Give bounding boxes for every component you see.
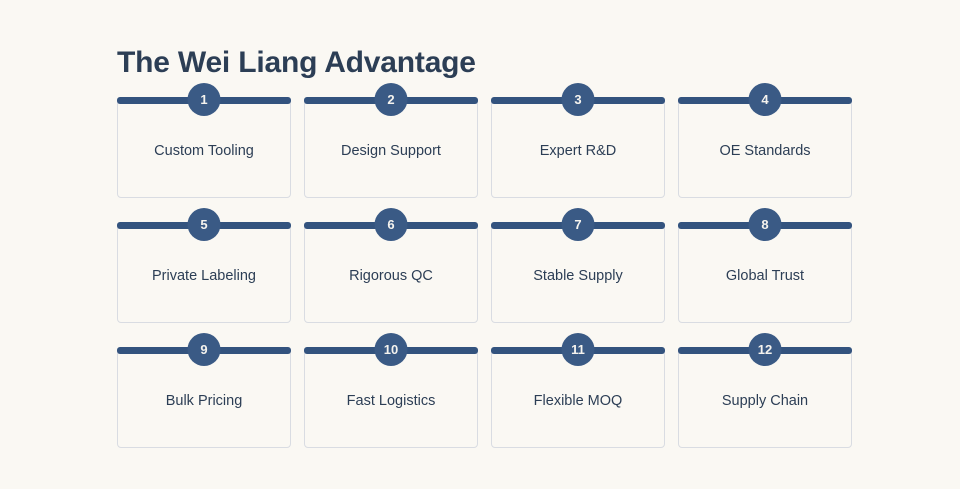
card-label: Expert R&D [539,143,617,159]
advantage-card[interactable]: 8 Global Trust [678,208,852,323]
advantage-card[interactable]: 5 Private Labeling [117,208,291,323]
advantage-card[interactable]: 2 Design Support [304,83,478,198]
card-number-badge: 12 [748,333,782,366]
card-number-badge: 4 [748,83,782,116]
advantage-card[interactable]: 10 Fast Logistics [304,333,478,448]
card-label: Supply Chain [721,393,809,409]
card-number-badge: 10 [374,333,408,366]
card-number-badge: 6 [374,208,408,241]
card-label: Bulk Pricing [165,393,243,409]
card-label: Private Labeling [152,268,256,284]
card-label: Fast Logistics [346,393,436,409]
card-label: Rigorous QC [349,268,433,284]
card-number-badge: 3 [561,83,595,116]
card-label: Stable Supply [533,268,623,284]
card-label: Custom Tooling [154,143,254,159]
advantage-card[interactable]: 7 Stable Supply [491,208,665,323]
card-label: OE Standards [719,143,811,159]
card-number-badge: 2 [374,83,408,116]
page-title: The Wei Liang Advantage [117,46,476,80]
card-number-badge: 11 [561,333,595,366]
card-number-badge: 1 [187,83,221,116]
advantage-card-grid: 1 Custom Tooling 2 Design Support 3 Expe… [117,83,852,448]
advantage-card[interactable]: 12 Supply Chain [678,333,852,448]
advantage-card[interactable]: 9 Bulk Pricing [117,333,291,448]
card-number-badge: 7 [561,208,595,241]
card-label: Global Trust [725,268,805,284]
card-number-badge: 9 [187,333,221,366]
advantage-card[interactable]: 4 OE Standards [678,83,852,198]
card-number-badge: 5 [187,208,221,241]
card-label: Flexible MOQ [533,393,623,409]
advantage-card[interactable]: 6 Rigorous QC [304,208,478,323]
advantage-card[interactable]: 1 Custom Tooling [117,83,291,198]
advantage-card[interactable]: 11 Flexible MOQ [491,333,665,448]
card-label: Design Support [341,143,441,159]
advantage-card[interactable]: 3 Expert R&D [491,83,665,198]
card-number-badge: 8 [748,208,782,241]
